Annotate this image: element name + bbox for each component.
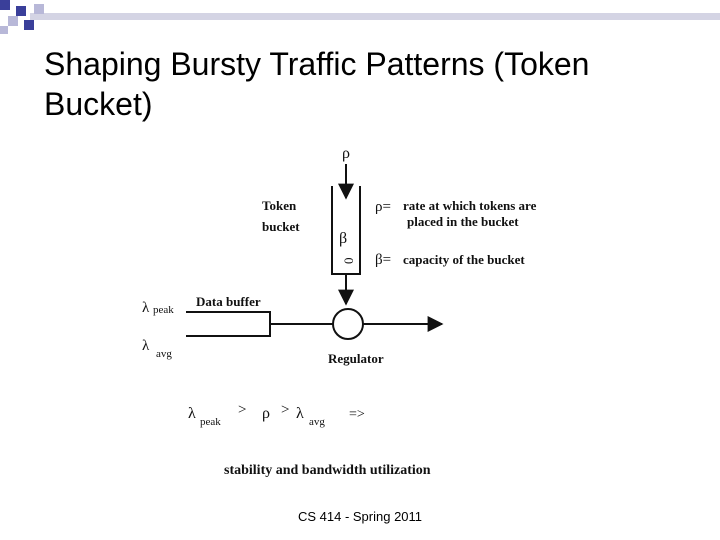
regulator (332, 308, 364, 340)
condition-avg-subscript: avg (309, 416, 325, 428)
beta-definition-text: capacity of the bucket (403, 252, 525, 267)
condition-gt-1: > (238, 402, 246, 418)
conclusion-text: stability and bandwidth utilization (224, 463, 431, 478)
condition-lambda-avg: λ (296, 405, 304, 422)
decor-square (34, 4, 44, 14)
token-glyph: 0 (341, 258, 356, 265)
decor-square (0, 0, 10, 10)
decor-square (16, 6, 26, 16)
beta-definition-symbol: β= (375, 252, 391, 268)
regulator-label: Regulator (328, 351, 384, 366)
beta-in-bucket: β (339, 230, 347, 247)
rho-input-label: ρ (342, 145, 350, 162)
condition-peak-subscript: peak (200, 416, 221, 428)
lambda-peak-symbol: λ (142, 300, 150, 316)
decor-square (24, 20, 34, 30)
condition-lambda-peak: λ (188, 405, 196, 422)
condition-rho: ρ (262, 405, 270, 422)
lambda-avg-symbol: λ (142, 338, 150, 354)
slide-title: Shaping Bursty Traffic Patterns (Token B… (44, 46, 590, 122)
corner-decoration (0, 0, 720, 34)
token-bucket-label-line2: bucket (262, 219, 300, 234)
rho-definition-line1: rate at which tokens are (403, 198, 537, 213)
data-buffer-label: Data buffer (196, 294, 261, 309)
token-bucket-label-line1: Token (262, 198, 297, 213)
decor-square (8, 16, 18, 26)
lambda-peak-subscript: peak (153, 304, 174, 316)
lambda-avg-subscript: avg (156, 348, 172, 360)
decor-stripe (30, 13, 720, 20)
data-buffer (186, 311, 271, 337)
condition-implies: => (349, 407, 365, 422)
slide-footer: CS 414 - Spring 2011 (297, 509, 423, 524)
rho-definition-symbol: ρ= (375, 199, 391, 215)
rho-definition-line2: placed in the bucket (407, 214, 519, 229)
condition-gt-2: > (281, 402, 289, 418)
decor-square (0, 26, 8, 34)
